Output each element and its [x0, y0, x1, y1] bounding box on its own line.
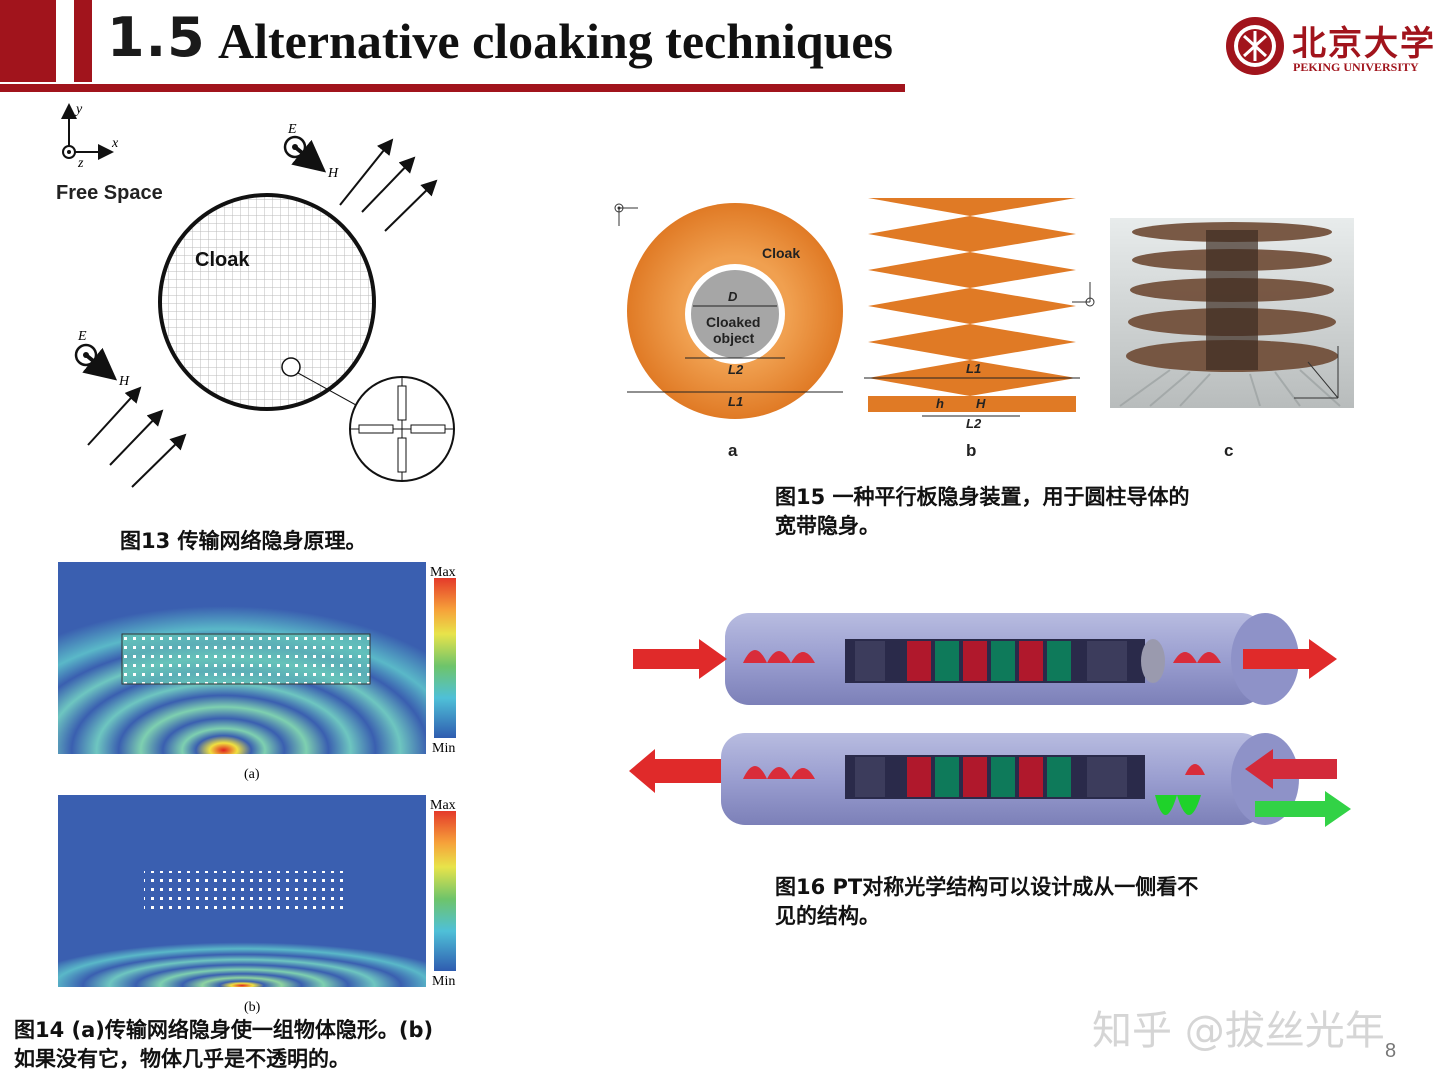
title-underline-left [0, 84, 92, 92]
axis-x-label: x [111, 136, 119, 151]
slide-title: Alternative cloaking techniques [218, 13, 893, 69]
title-accent-block [0, 0, 56, 82]
h-label-bottom: H [118, 374, 130, 389]
fig15-cloak-label: Cloak [762, 245, 800, 261]
e-label-bottom: E [77, 329, 87, 344]
cloak-circle [158, 193, 376, 411]
waveguide-forward [633, 613, 1337, 705]
max-label-a: Max [430, 565, 456, 580]
stacked-plates [868, 198, 1076, 412]
cloaked-object-label-2: object [713, 330, 755, 346]
page-number: 8 [1385, 1040, 1397, 1062]
cloaked-object [691, 270, 779, 358]
fig13-caption: 图13 传输网络隐身原理。 [120, 529, 367, 553]
fig16-caption-line1: 图16 PT对称光学结构可以设计成从一侧看不 [775, 875, 1199, 899]
min-label-a: Min [432, 741, 455, 756]
colorbar-b [434, 811, 456, 971]
title-bar [0, 0, 905, 93]
fig15b-hh-label: H [976, 396, 986, 411]
fig15-sub-b: b [966, 441, 976, 460]
fig13-diagram: y x z Free Space Cloak E H E H [56, 102, 455, 488]
e-label-top: E [287, 122, 297, 137]
fig15-caption: 图15 一种平行板隐身装置，用于圆柱导体的 宽带隐身。 [775, 483, 1255, 541]
fig15-d-label: D [728, 289, 738, 304]
colorbar-a [434, 578, 456, 738]
fig15a-l2-label: L2 [728, 362, 744, 377]
min-label-b: Min [432, 974, 455, 989]
h-label-top: H [327, 166, 339, 181]
watermark: 知乎 @拔丝光年 [1092, 1008, 1385, 1054]
reflected-arrow-left [629, 749, 721, 793]
transmitted-arrow-right [1243, 639, 1337, 679]
fig14b-field-map: Max Min (b) [58, 795, 456, 1015]
max-label-b: Max [430, 798, 456, 813]
fig14-caption: 图14 (a)传输网络隐身使一组物体隐形。(b) 如果没有它，物体几乎是不透明的… [14, 1016, 494, 1074]
cloaked-object-label-1: Cloaked [706, 314, 760, 330]
university-name-en: PEKING UNIVERSITY [1293, 60, 1419, 74]
fig15-caption-line1: 图15 一种平行板隐身装置，用于圆柱导体的 [775, 485, 1190, 509]
fig14-caption-line1: 图14 (a)传输网络隐身使一组物体隐形。(b) [14, 1018, 434, 1042]
fig14-caption-line2: 如果没有它，物体几乎是不透明的。 [14, 1047, 350, 1071]
free-space-label: Free Space [56, 182, 163, 204]
waveguide-backward [629, 733, 1351, 827]
fig15b-l1-label: L1 [966, 361, 981, 376]
fig16-caption-line2: 见的结构。 [775, 904, 880, 928]
fig15-parallel-plate-cloak: Cloak D Cloaked object L2 L1 a L1 h H L2… [614, 198, 1354, 460]
fig15b-h-label: h [936, 396, 944, 411]
fig15a-l1-label: L1 [728, 394, 743, 409]
axis-y-label: y [74, 102, 83, 117]
fig14a-sublabel: (a) [244, 767, 260, 782]
fig15-sub-c: c [1224, 441, 1233, 460]
fig14a-field-map: Max Min (a) [58, 562, 456, 782]
title-underline [92, 84, 905, 92]
title-accent-stripe [74, 0, 92, 82]
university-logo-seal [1226, 17, 1284, 75]
fig15-caption-line2: 宽带隐身。 [775, 514, 880, 538]
fig15b-l2-label: L2 [966, 416, 982, 431]
fig16-caption: 图16 PT对称光学结构可以设计成从一侧看不 见的结构。 [775, 873, 1265, 931]
green-output-arrow [1255, 791, 1351, 827]
incident-arrow-left [1245, 749, 1337, 789]
fig16-pt-symmetric-structure [629, 613, 1351, 827]
fig14b-sublabel: (b) [244, 1000, 261, 1015]
incident-arrow-right [633, 639, 727, 679]
section-number: 1.5 [107, 6, 206, 69]
fig15-sub-a: a [728, 441, 738, 460]
cloak-label: Cloak [195, 249, 250, 271]
university-name-cn: 北京大学 [1292, 24, 1436, 64]
axis-z-label: z [77, 156, 84, 171]
